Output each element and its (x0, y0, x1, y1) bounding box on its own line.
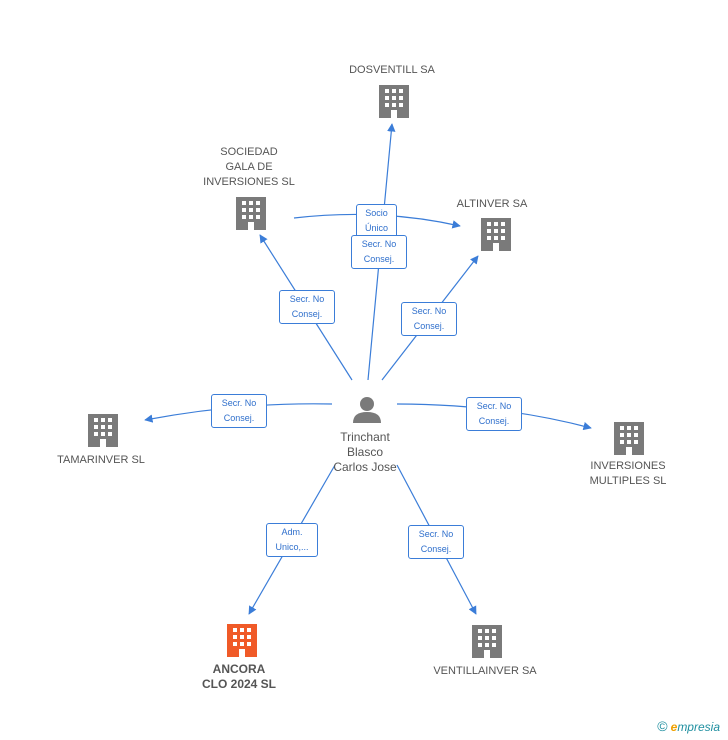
building-icon-ancora[interactable] (227, 624, 257, 657)
brand-logo[interactable]: ©empresia (657, 718, 720, 734)
company-label-altinver[interactable]: ALTINVER SA (456, 198, 528, 210)
edge-label-ancora: Adm. Unico,... (266, 523, 318, 557)
building-icon-tamarinver[interactable] (88, 414, 118, 447)
edge-label-socio-unico: Socio Único (356, 204, 397, 238)
building-icon-sociedad-gala[interactable] (236, 197, 266, 230)
edge-label-sociedad-gala: Secr. No Consej. (279, 290, 335, 324)
company-label-dosventill[interactable]: DOSVENTILL SA (349, 64, 435, 76)
brand-initial: e (670, 720, 678, 734)
edge-label-dosventill: Secr. No Consej. (351, 235, 407, 269)
company-label-ventillainver[interactable]: VENTILLAINVER SA (433, 665, 537, 677)
edge-label-ventillainver: Secr. No Consej. (408, 525, 464, 559)
company-label-ancora[interactable]: ANCORA CLO 2024 SL (201, 662, 277, 691)
edge-label-inversiones-multiples: Secr. No Consej. (466, 397, 522, 431)
person-icon[interactable] (353, 397, 381, 423)
company-label-inversiones-multiples[interactable]: INVERSIONES MULTIPLES SL (589, 460, 667, 487)
edge-label-altinver: Secr. No Consej. (401, 302, 457, 336)
company-label-tamarinver[interactable]: TAMARINVER SL (57, 454, 145, 466)
person-name[interactable]: Trinchant Blasco Carlos Jose (333, 430, 397, 474)
company-label-sociedad-gala[interactable]: SOCIEDAD GALA DE INVERSIONES SL (203, 146, 295, 188)
edge-label-tamarinver: Secr. No Consej. (211, 394, 267, 428)
building-icon-inversiones-multiples[interactable] (614, 422, 644, 455)
brand-name: mpresia (677, 720, 720, 734)
building-icon-ventillainver[interactable] (472, 625, 502, 658)
building-icon-altinver[interactable] (481, 218, 511, 251)
copyright-symbol: © (657, 718, 668, 734)
building-icon-dosventill[interactable] (379, 85, 409, 118)
